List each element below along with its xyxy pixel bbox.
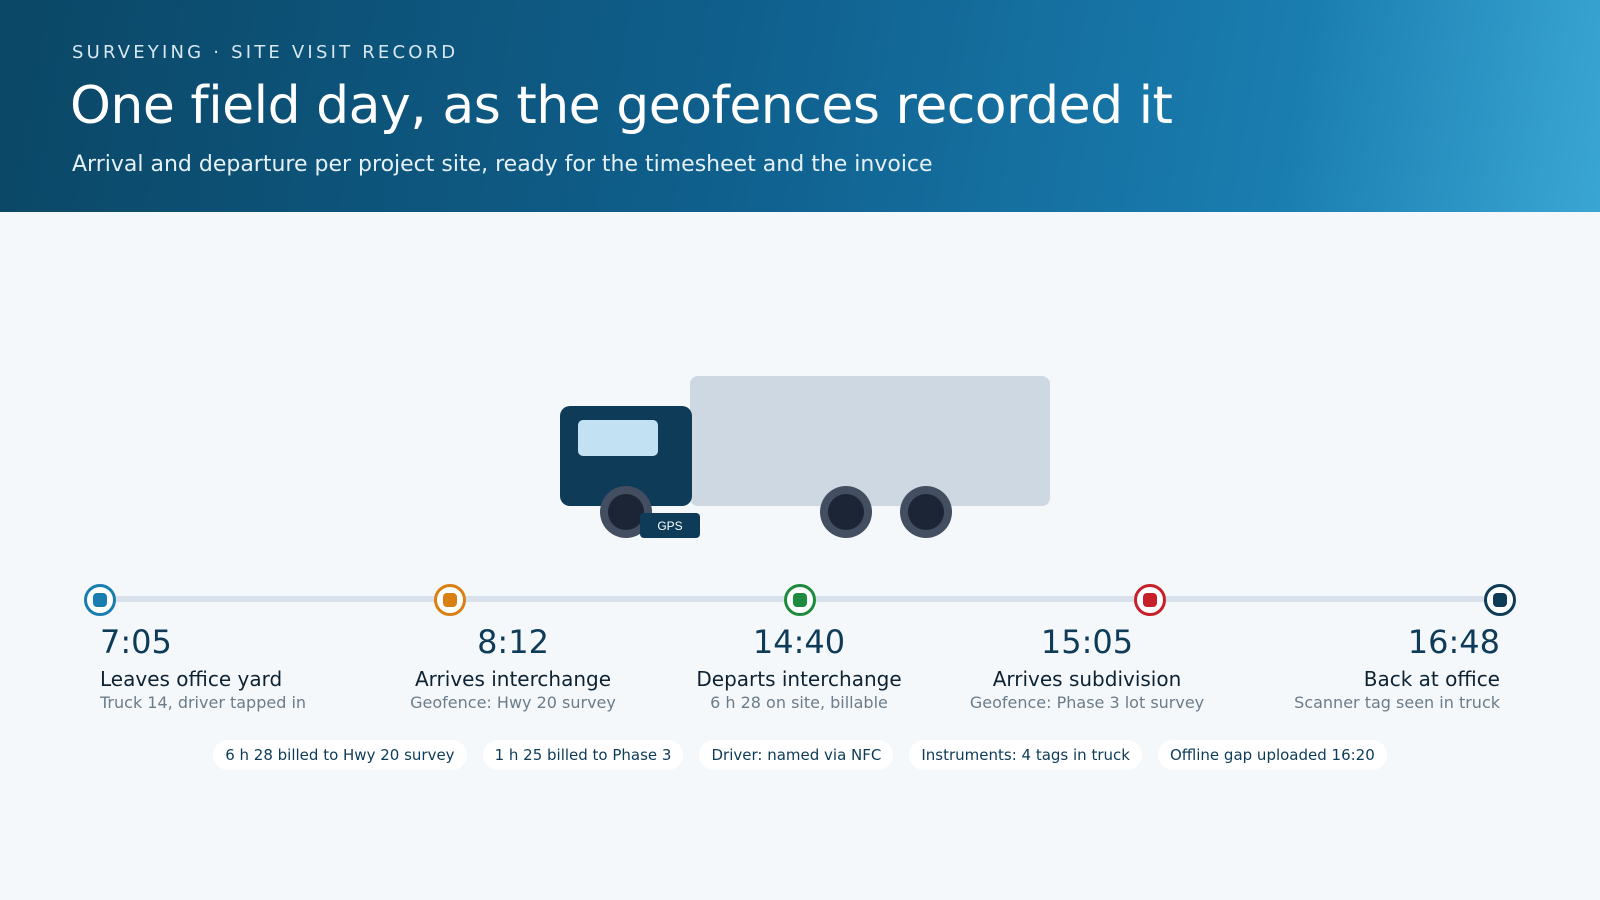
chip-driver: Driver: named via NFC [699, 740, 894, 770]
stop-time: 14:40 [752, 623, 846, 661]
truck-cargo-box [690, 376, 1050, 506]
stop-label: Back at office [1363, 667, 1500, 691]
timeline-stop-marker-fill [1143, 593, 1157, 607]
timeline-stop-marker-fill [443, 593, 457, 607]
stop-label: Leaves office yard [100, 667, 283, 691]
eyebrow-label: SURVEYING · SITE VISIT RECORD [72, 42, 459, 63]
stop-detail: Scanner tag seen in truck [1294, 693, 1500, 712]
truck-window [578, 420, 658, 456]
gps-label: GPS [657, 519, 682, 533]
timeline-stop-marker [1134, 584, 1166, 616]
gps-tag [640, 513, 700, 538]
timeline-stop-marker-fill [1493, 593, 1507, 607]
stop-time: 15:05 [1040, 623, 1134, 661]
chip-offline-gap: Offline gap uploaded 16:20 [1157, 740, 1387, 770]
stop-label: Arrives interchange [414, 667, 611, 691]
stop-detail: Truck 14, driver tapped in [100, 693, 307, 712]
stop-detail: 6 h 28 on site, billable [710, 693, 888, 712]
timeline-stop-marker [84, 584, 116, 616]
stop-label: Departs interchange [696, 667, 902, 691]
stop-time: 7:05 [100, 623, 172, 661]
timeline-stop-marker [1484, 584, 1516, 616]
truck-cab [560, 406, 692, 506]
page-title: One field day, as the geofences recorded… [70, 76, 1173, 136]
chip-phase3-billing: 1 h 25 billed to Phase 3 [482, 740, 684, 770]
timeline-stop-marker-fill [793, 593, 807, 607]
timeline-stop-marker-fill [93, 593, 107, 607]
stop-time: 16:48 [1407, 623, 1500, 661]
timeline-stop-marker [784, 584, 816, 616]
header-banner: SURVEYING · SITE VISIT RECORD One field … [0, 0, 1600, 212]
stop-label: Arrives subdivision [992, 667, 1182, 691]
stop-time: 8:12 [477, 623, 549, 661]
stop-detail: Geofence: Hwy 20 survey [410, 693, 616, 712]
truck-wheel-rear-2 [900, 486, 952, 538]
page-subtitle: Arrival and departure per project site, … [72, 152, 933, 177]
truck-wheel-front [600, 486, 652, 538]
truck-wheel-rear-1 [820, 486, 872, 538]
timeline-stop-marker [434, 584, 466, 616]
summary-chips: 6 h 28 billed to Hwy 20 survey 1 h 25 bi… [0, 740, 1600, 770]
chip-instruments: Instruments: 4 tags in truck [909, 740, 1142, 770]
chip-hwy20-billing: 6 h 28 billed to Hwy 20 survey [213, 740, 467, 770]
stop-detail: Geofence: Phase 3 lot survey [969, 693, 1205, 712]
